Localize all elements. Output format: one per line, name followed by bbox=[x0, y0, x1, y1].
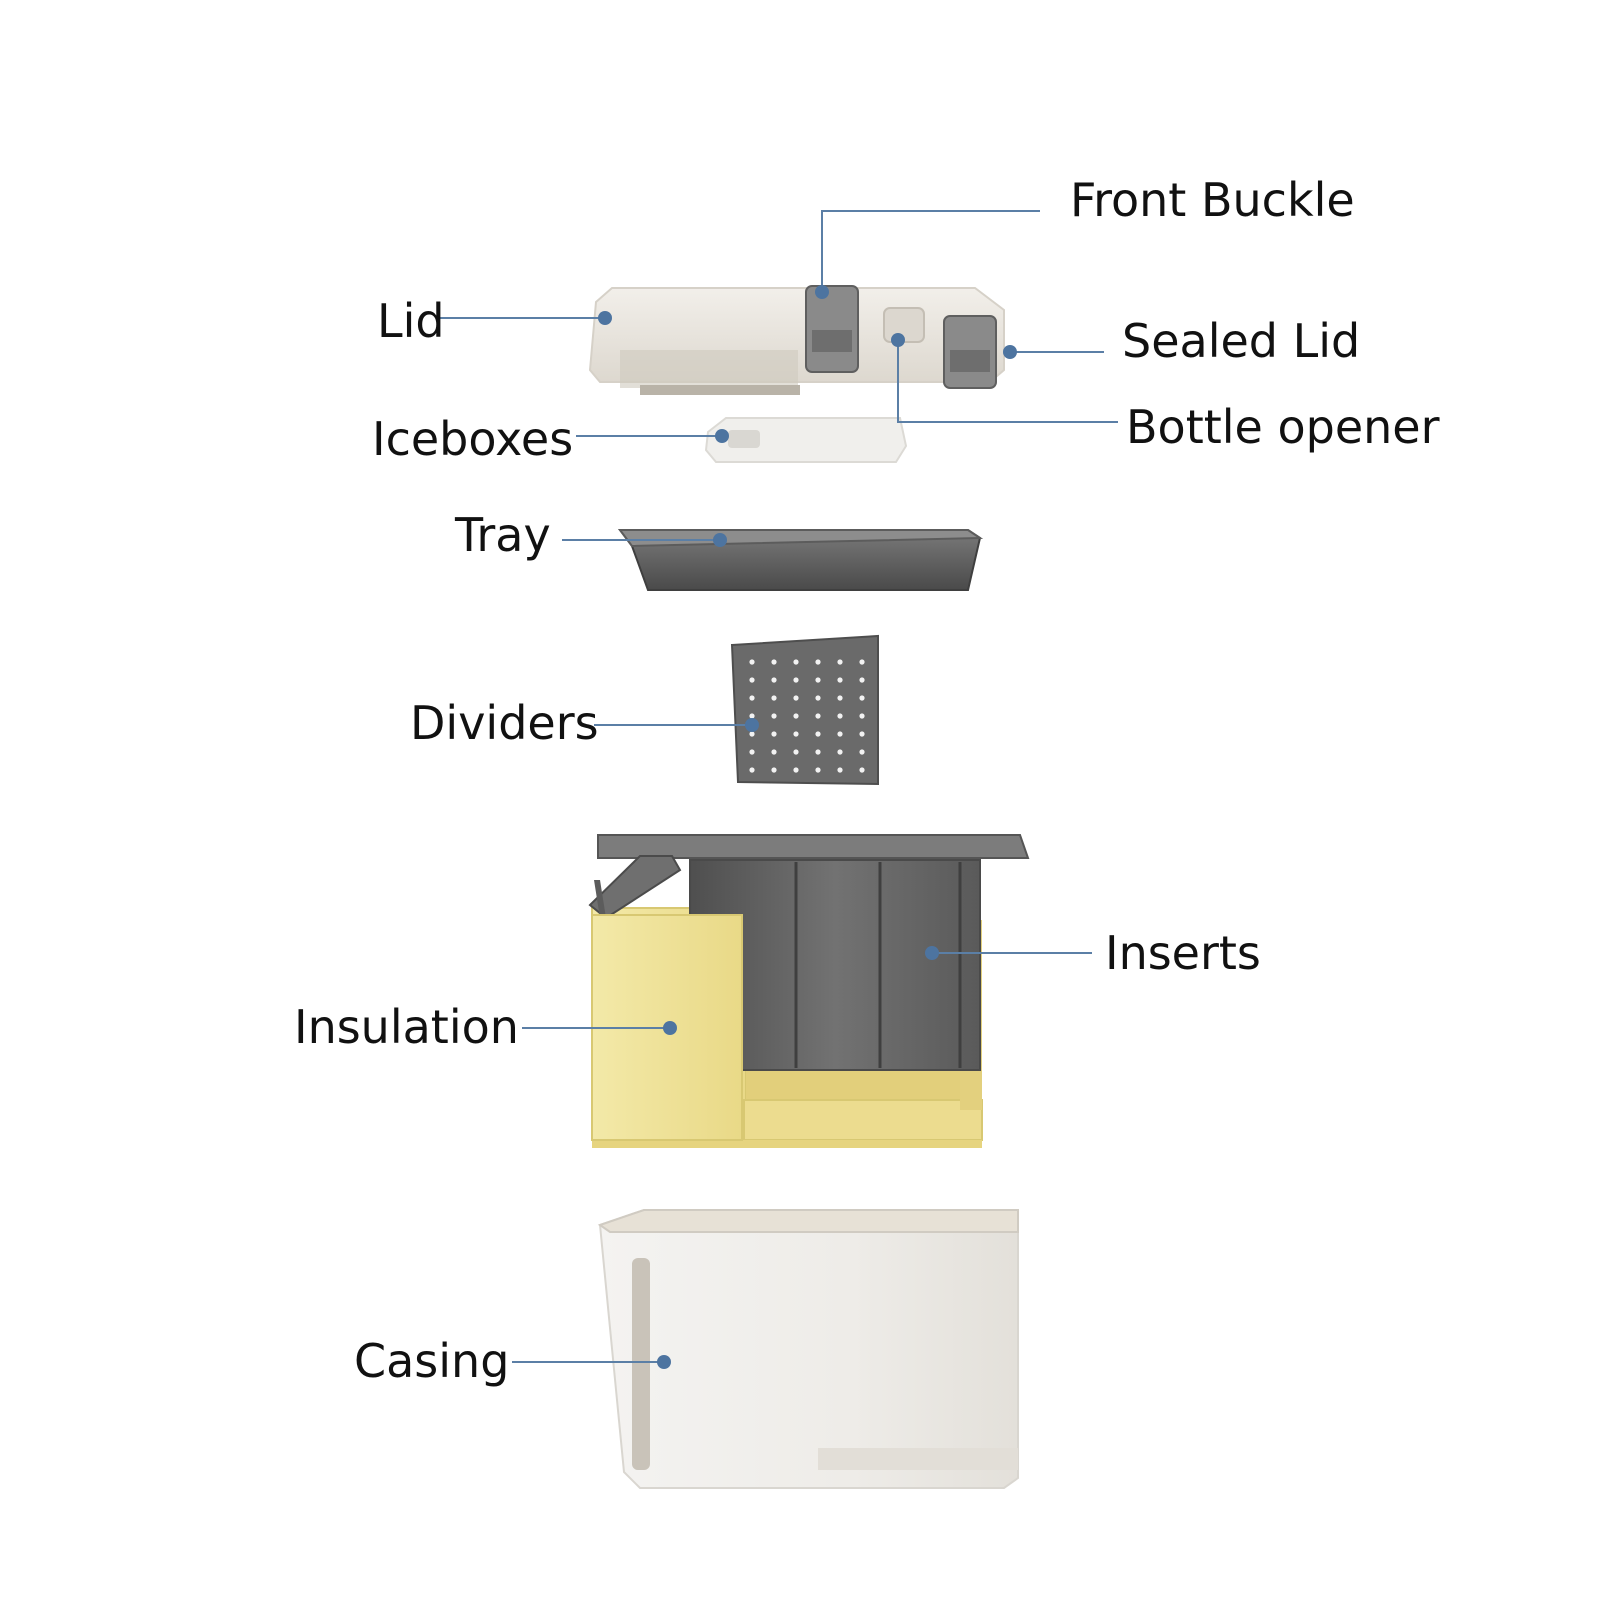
divider-hole bbox=[837, 731, 843, 737]
divider-hole bbox=[837, 749, 843, 755]
divider-hole bbox=[771, 731, 777, 737]
label-insulation: Insulation bbox=[294, 1000, 519, 1054]
divider-hole bbox=[793, 659, 799, 665]
leader-line-front-buckle bbox=[821, 210, 1040, 292]
leader-dot-insulation bbox=[663, 1021, 677, 1035]
divider-hole bbox=[815, 731, 821, 737]
lid-part bbox=[588, 285, 1005, 395]
label-inserts: Inserts bbox=[1105, 926, 1261, 980]
divider-hole bbox=[749, 695, 755, 701]
leader-dot-casing bbox=[657, 1355, 671, 1369]
leader-dot-front-buckle bbox=[815, 285, 829, 299]
label-bottle-opener: Bottle opener bbox=[1126, 400, 1440, 454]
divider-hole bbox=[749, 767, 755, 773]
label-dividers: Dividers bbox=[410, 696, 599, 750]
divider-hole bbox=[749, 731, 755, 737]
divider-hole bbox=[793, 677, 799, 683]
divider-hole bbox=[793, 767, 799, 773]
casing-part bbox=[597, 1209, 1019, 1489]
label-front-buckle: Front Buckle bbox=[1070, 173, 1355, 227]
divider-hole bbox=[837, 659, 843, 665]
divider-hole bbox=[815, 677, 821, 683]
divider-hole bbox=[749, 677, 755, 683]
leader-dot-iceboxes bbox=[715, 429, 729, 443]
divider-hole bbox=[859, 767, 865, 773]
divider-hole bbox=[837, 695, 843, 701]
divider-hole bbox=[859, 677, 865, 683]
divider-hole bbox=[793, 731, 799, 737]
buckle-left bbox=[805, 285, 859, 373]
divider-hole bbox=[771, 767, 777, 773]
leader-dot-inserts bbox=[925, 946, 939, 960]
leader-dot-dividers bbox=[745, 718, 759, 732]
divider-hole bbox=[815, 767, 821, 773]
divider-hole bbox=[859, 659, 865, 665]
leader-dot-bottle-opener bbox=[891, 333, 905, 347]
divider-hole bbox=[771, 659, 777, 665]
label-casing: Casing bbox=[354, 1334, 510, 1388]
divider-hole bbox=[771, 749, 777, 755]
label-lid: Lid bbox=[377, 294, 445, 348]
divider-hole bbox=[771, 695, 777, 701]
divider-hole bbox=[771, 677, 777, 683]
tray-part bbox=[618, 529, 984, 591]
divider-holes bbox=[749, 659, 865, 773]
divider-hole bbox=[859, 713, 865, 719]
label-iceboxes: Iceboxes bbox=[372, 412, 574, 466]
divider-hole bbox=[815, 749, 821, 755]
buckle-right bbox=[943, 315, 997, 389]
icebox-part bbox=[704, 417, 908, 463]
label-tray: Tray bbox=[455, 508, 551, 562]
label-sealed-lid: Sealed Lid bbox=[1122, 314, 1361, 368]
divider-hole bbox=[837, 713, 843, 719]
divider-hole bbox=[815, 713, 821, 719]
divider-hole bbox=[749, 713, 755, 719]
leader-lines bbox=[440, 210, 1118, 1369]
divider-hole bbox=[815, 659, 821, 665]
divider-hole bbox=[749, 659, 755, 665]
divider-hole bbox=[837, 767, 843, 773]
divider-hole bbox=[859, 731, 865, 737]
divider-hole bbox=[771, 713, 777, 719]
divider-hole bbox=[793, 713, 799, 719]
divider-part bbox=[730, 634, 879, 786]
divider-hole bbox=[859, 695, 865, 701]
leader-dot-sealed-lid bbox=[1003, 345, 1017, 359]
divider-hole bbox=[749, 749, 755, 755]
divider-hole bbox=[859, 749, 865, 755]
divider-hole bbox=[793, 749, 799, 755]
leader-dot-tray bbox=[713, 533, 727, 547]
divider-hole bbox=[837, 677, 843, 683]
divider-hole bbox=[793, 695, 799, 701]
leader-dot-lid bbox=[598, 311, 612, 325]
leader-line-bottle-opener bbox=[897, 340, 1118, 423]
divider-hole bbox=[815, 695, 821, 701]
